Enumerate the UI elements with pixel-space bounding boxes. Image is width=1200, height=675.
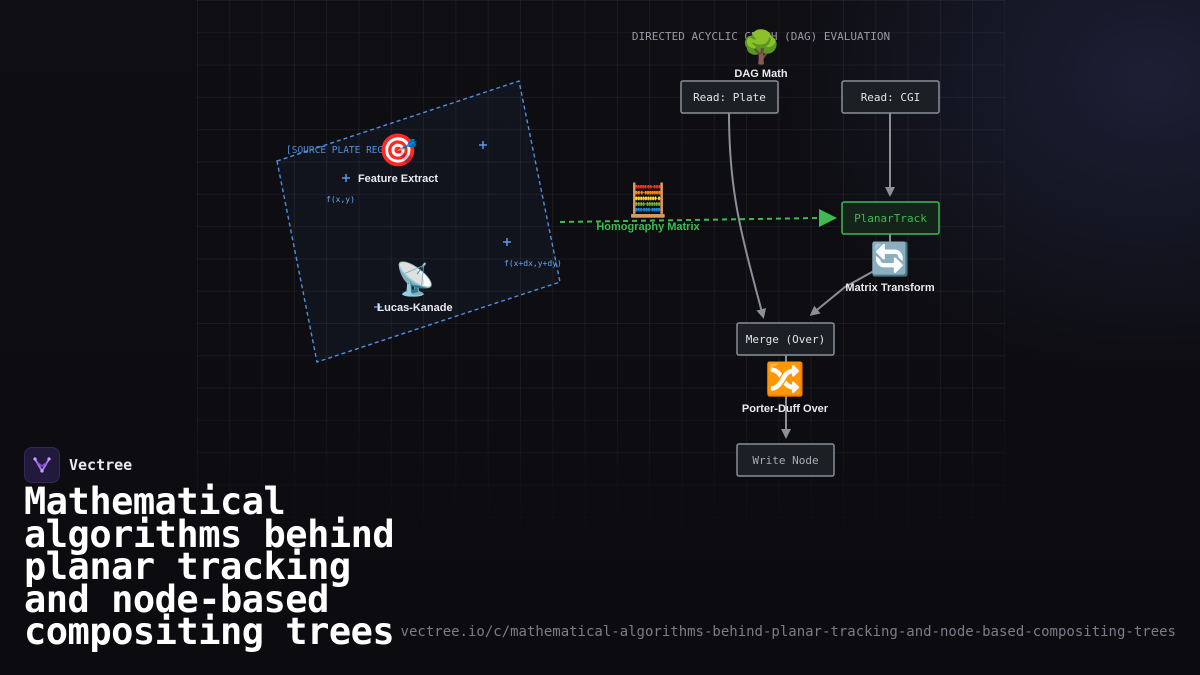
tracking-markers [342,141,511,311]
tracking-point-marker [374,303,382,311]
node-label: PlanarTrack [854,212,927,225]
concept-lucas-kanade: 📡 Lucas-Kanade [377,259,452,314]
concept-label: Lucas-Kanade [377,302,452,314]
node-write[interactable]: Write Node [736,443,835,477]
source-plate-region [276,80,561,363]
edge-planartrack-to-merge [809,234,891,316]
node-label: Write Node [752,454,818,467]
brand: Vectree [24,447,132,483]
concept-label: DAG Math [734,68,787,80]
edge-read-plate-to-merge [728,112,767,319]
homography-arrowhead [819,209,837,227]
node-planartrack[interactable]: PlanarTrack [841,201,940,235]
dag-header: DIRECTED ACYCLIC GRAPH (DAG) EVALUATION [632,30,890,43]
brand-name: Vectree [69,456,133,474]
shuffle-icon: 🔀 [765,360,805,398]
tracking-point-marker [479,141,487,149]
node-merge[interactable]: Merge (Over) [736,322,835,356]
concept-label: Porter-Duff Over [742,403,829,415]
vectree-logo-icon [24,447,60,483]
source-region-label: [SOURCE PLATE REGION] [286,145,406,156]
concept-label: Feature Extract [358,173,438,185]
formula-label: f(x,y) [326,195,355,204]
edge-homography-to-planartrack [559,217,821,223]
concept-label: Homography Matrix [596,221,700,233]
article-url[interactable]: vectree.io/c/mathematical-algorithms-beh… [400,624,1176,640]
node-read-cgi[interactable]: Read: CGI [841,80,940,114]
concept-homography-matrix: 🧮 Homography Matrix [596,181,700,233]
page-title: Mathematical algorithms behind planar tr… [24,480,395,653]
abacus-icon: 🧮 [628,181,668,219]
concept-matrix-transform: 🔄 Matrix Transform [845,240,934,294]
tracking-point-marker [503,238,511,246]
target-icon: 🎯 [378,131,418,169]
concept-porter-duff-over: 🔀 Porter-Duff Over [742,360,829,415]
node-label: Read: CGI [861,91,921,104]
formula-label: f(x+dx,y+dy) [504,259,562,268]
node-read-plate[interactable]: Read: Plate [680,80,779,114]
satellite-dish-icon: 📡 [395,259,435,298]
tracking-point-marker [342,174,350,182]
concept-dag-math: 🌳 DAG Math [734,28,787,80]
refresh-icon: 🔄 [870,240,910,278]
concept-feature-extract: 🎯 Feature Extract [358,131,438,185]
node-label: Merge (Over) [746,333,825,346]
tree-icon: 🌳 [741,28,781,66]
concept-label: Matrix Transform [845,282,934,294]
node-label: Read: Plate [693,91,766,104]
